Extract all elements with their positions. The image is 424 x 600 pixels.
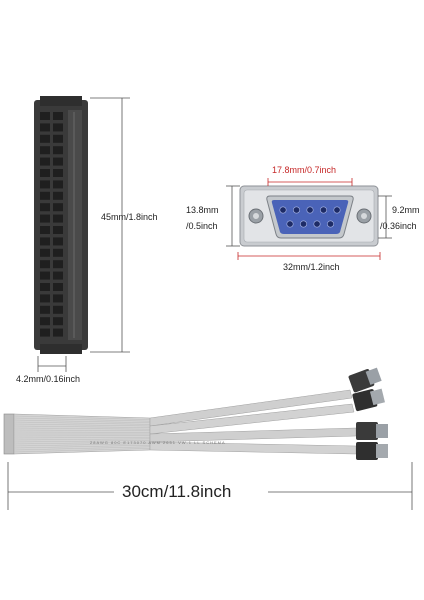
pin-hole	[40, 157, 50, 166]
pin-hole	[40, 123, 50, 132]
db9-pin-socket	[299, 220, 307, 228]
ribbon-conductor	[13, 438, 151, 441]
pin-hole	[40, 112, 50, 120]
ribbon-conductor	[13, 421, 151, 425]
db9-side-dimensions	[226, 185, 392, 247]
pin-hole	[53, 283, 63, 291]
pin-hole	[53, 146, 63, 155]
pin-hole	[53, 191, 63, 200]
ribbon-conductor	[13, 417, 151, 422]
pin-hole	[40, 226, 50, 234]
db9-red-dimensions	[237, 178, 381, 260]
idc-header-connector	[34, 96, 88, 354]
pin-hole	[40, 169, 50, 177]
pin-hole	[40, 191, 50, 200]
pin-hole	[53, 317, 63, 326]
pin-hole	[40, 214, 50, 223]
cable-length-label: 30cm/11.8inch	[122, 482, 232, 501]
ribbon-conductor	[13, 446, 151, 451]
pin-hole	[53, 294, 63, 303]
db9-pin-socket	[333, 206, 341, 214]
ribbon-conductor	[13, 425, 151, 428]
db9-pins	[279, 206, 341, 228]
pin-hole	[40, 317, 50, 326]
pin-hole	[40, 180, 50, 189]
db9-shell-height-label-1: 9.2mm	[392, 205, 420, 215]
header-pitch-label: 4.2mm/0.16inch	[16, 374, 81, 384]
ribbon-conductor	[13, 419, 151, 423]
pin-hole	[40, 134, 50, 143]
pin-hole	[53, 226, 63, 234]
ribbon-conductor	[13, 440, 151, 443]
ribbon-conductor	[13, 443, 151, 447]
pin-hole	[53, 237, 63, 246]
pin-hole	[40, 248, 50, 257]
db9-height-label-1: 13.8mm	[186, 205, 219, 215]
ribbon-conductor	[13, 445, 151, 449]
db9-pin-socket	[313, 220, 321, 228]
ribbon-conductor	[13, 441, 151, 445]
header-height-label: 45mm/1.8inch	[101, 212, 158, 222]
header-pitch-dimension	[37, 356, 67, 372]
cable-length-dimension	[7, 462, 413, 510]
db9-pin-span-label: 17.8mm/0.7inch	[272, 165, 337, 175]
pin-hole	[40, 294, 50, 303]
ribbon-conductor	[13, 427, 151, 430]
pin-hole	[53, 271, 63, 280]
cable-print-text: 28AWG 80C E173070 AWM 2651 VW-1 LL SCHEM…	[90, 440, 226, 445]
pin-hole	[53, 328, 63, 337]
pin-hole	[53, 112, 63, 120]
db9-pin-socket	[286, 220, 294, 228]
pin-hole	[53, 123, 63, 132]
ribbon-conductor	[13, 415, 151, 420]
db9-pin-socket	[326, 220, 334, 228]
pin-hole	[53, 305, 63, 314]
db9-connector	[239, 185, 379, 247]
header-height-dimension	[90, 97, 130, 353]
db9-shell-height-label-2: /0.36inch	[380, 221, 417, 231]
db9-width-label: 32mm/1.2inch	[283, 262, 340, 272]
pin-hole	[53, 260, 63, 269]
ribbon-conductor	[13, 423, 151, 427]
pin-hole	[40, 260, 50, 269]
pin-hole	[53, 134, 63, 143]
pin-hole	[40, 283, 50, 291]
pin-hole	[53, 169, 63, 177]
ribbon-conductor	[13, 429, 151, 431]
db9-pin-socket	[306, 206, 314, 214]
ribbon-conductor	[13, 448, 151, 453]
db9-pin-socket	[319, 206, 327, 214]
pin-hole	[53, 157, 63, 166]
pin-hole	[53, 214, 63, 223]
cable-end-connectors	[348, 367, 388, 460]
pin-hole	[40, 271, 50, 280]
pin-hole	[40, 203, 50, 212]
ribbon-conductor	[13, 437, 151, 439]
pin-hole	[53, 180, 63, 189]
pin-hole	[40, 146, 50, 155]
db9-pin-socket	[292, 206, 300, 214]
pin-hole	[40, 237, 50, 246]
pin-hole	[40, 328, 50, 337]
pin-hole	[53, 248, 63, 257]
pin-hole	[40, 305, 50, 314]
db9-height-label-2: /0.5inch	[186, 221, 218, 231]
idc-pin-grid	[40, 112, 63, 337]
pin-hole	[53, 203, 63, 212]
ribbon-cable	[3, 389, 357, 455]
db9-pin-socket	[279, 206, 287, 214]
